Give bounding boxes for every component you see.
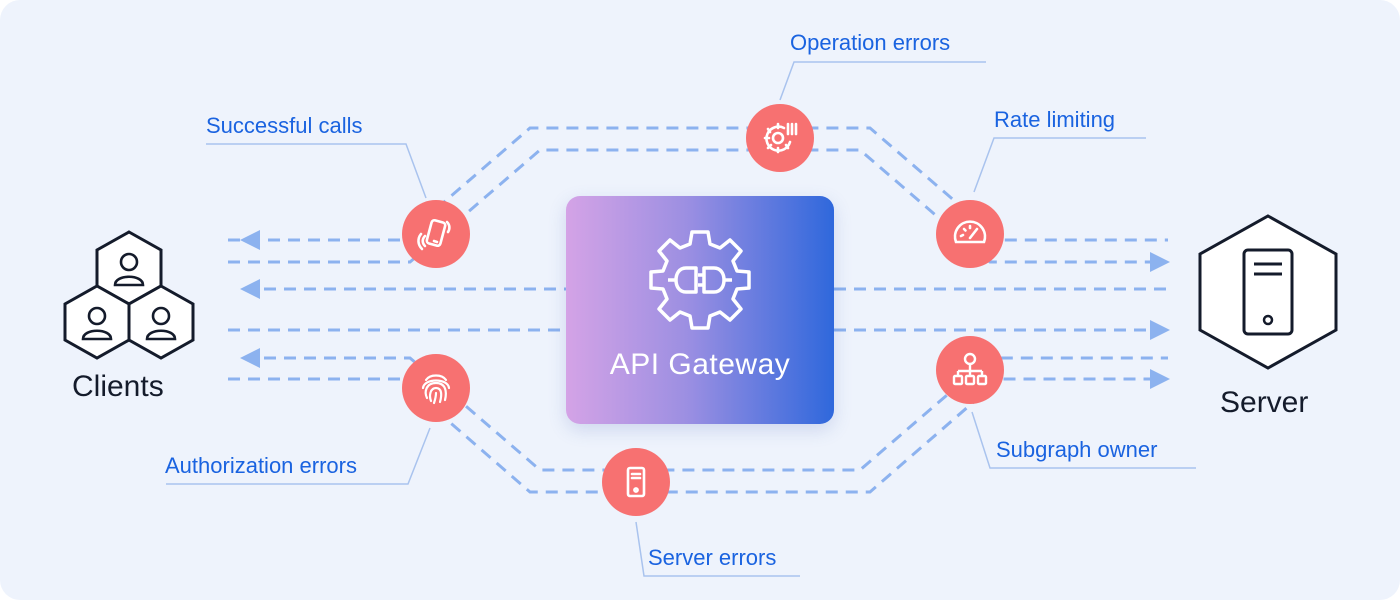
api-gateway-box: API Gateway bbox=[566, 196, 834, 424]
plug-gear-icon bbox=[649, 230, 751, 330]
subgraph-owner-node bbox=[936, 336, 1004, 404]
clients-person-icons bbox=[81, 252, 177, 341]
operation-errors-node bbox=[746, 104, 814, 172]
server-hexagon-icon bbox=[1198, 214, 1338, 370]
server-icon bbox=[626, 466, 646, 498]
leader-subgraph-owner bbox=[971, 411, 1196, 469]
callout-server-errors: Server errors bbox=[648, 545, 777, 570]
clients-label: Clients bbox=[72, 370, 164, 403]
leader-server-errors bbox=[635, 521, 800, 577]
callout-successful-calls: Successful calls bbox=[206, 113, 363, 138]
rate-limiting-node bbox=[936, 200, 1004, 268]
leader-operation-errors bbox=[779, 61, 986, 101]
bottom-route-outer bbox=[228, 369, 1170, 494]
phone-signal-icon bbox=[417, 218, 451, 251]
clients-icon bbox=[63, 230, 195, 360]
authorization-errors-node bbox=[402, 354, 470, 422]
callout-rate-limiting: Rate limiting bbox=[994, 107, 1116, 132]
server-errors-node bbox=[602, 448, 670, 516]
top-route-outer bbox=[228, 126, 1168, 242]
fingerprint-icon bbox=[421, 374, 451, 405]
successful-calls-node bbox=[402, 200, 470, 268]
gear-error-icon bbox=[763, 122, 798, 154]
leader-authorization-errors bbox=[166, 427, 431, 485]
speedometer-icon bbox=[953, 220, 987, 244]
top-route-inner bbox=[228, 148, 1170, 272]
leader-rate-limiting bbox=[973, 137, 1146, 193]
callout-authorization-errors: Authorization errors bbox=[165, 453, 357, 478]
leader-successful-calls bbox=[206, 143, 427, 199]
callout-operation-errors: Operation errors bbox=[790, 30, 951, 55]
org-chart-icon bbox=[952, 352, 988, 386]
callout-subgraph-owner: Subgraph owner bbox=[996, 437, 1158, 462]
api-gateway-label: API Gateway bbox=[609, 348, 791, 381]
server-label: Server bbox=[1220, 386, 1309, 419]
